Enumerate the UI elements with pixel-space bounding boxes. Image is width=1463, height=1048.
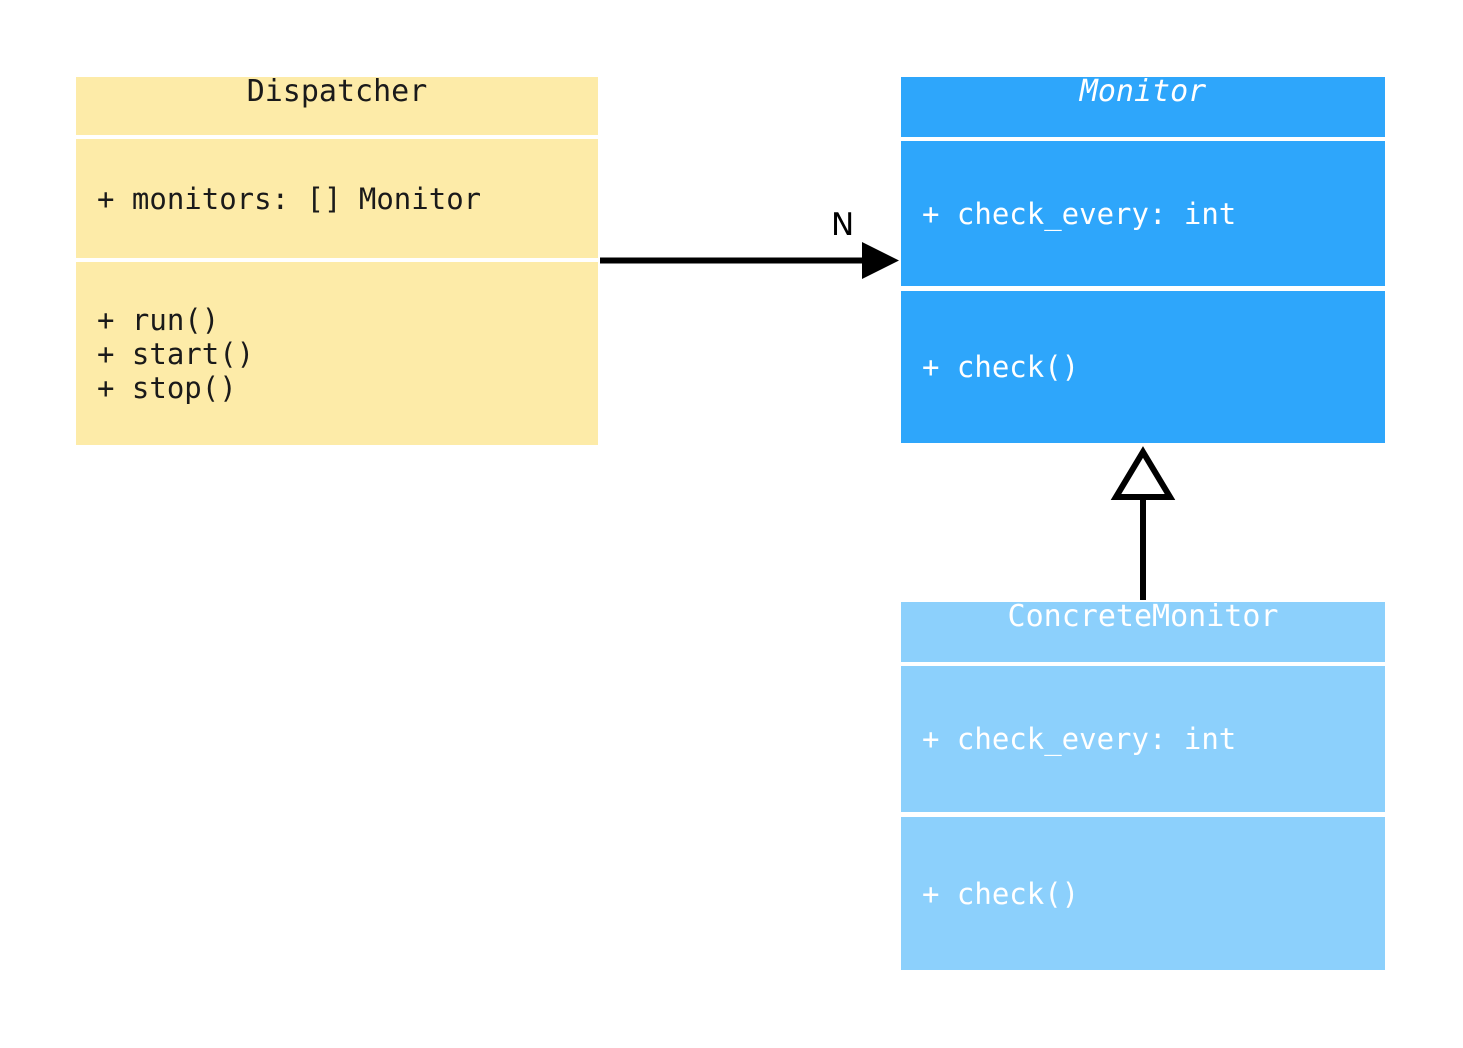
operation-row: + run() bbox=[97, 302, 220, 337]
attribute-row: + check_every: int bbox=[922, 722, 1237, 756]
uml-class-concretemonitor[interactable]: ConcreteMonitor + check_every: int + che… bbox=[901, 602, 1385, 970]
class-attributes-compartment: + check_every: int bbox=[901, 666, 1385, 812]
operation-row: + start() bbox=[97, 336, 255, 371]
uml-class-monitor[interactable]: Monitor + check_every: int + check() bbox=[901, 77, 1385, 443]
attribute-row: + check_every: int bbox=[922, 196, 1237, 231]
association-dispatcher-to-monitor bbox=[600, 242, 899, 279]
class-title-compartment: ConcreteMonitor bbox=[901, 602, 1385, 662]
attribute-row: + monitors: [] Monitor bbox=[97, 181, 482, 216]
class-name-dispatcher: Dispatcher bbox=[246, 77, 428, 109]
operation-row: + check() bbox=[922, 876, 1080, 911]
association-arrowhead-icon bbox=[862, 242, 899, 279]
class-operations-compartment: + check() bbox=[901, 817, 1385, 970]
multiplicity-label-n: N bbox=[831, 207, 855, 243]
class-attributes-compartment: + check_every: int bbox=[901, 141, 1385, 286]
operation-row: + stop() bbox=[97, 370, 237, 405]
class-title-compartment: Monitor bbox=[901, 77, 1385, 137]
class-name-concretemonitor: ConcreteMonitor bbox=[1007, 602, 1279, 634]
class-title-compartment: Dispatcher bbox=[76, 77, 598, 135]
generalization-hollow-triangle-icon bbox=[1110, 446, 1176, 500]
operation-row: + check() bbox=[922, 350, 1080, 384]
class-name-monitor: Monitor bbox=[1079, 77, 1207, 109]
class-operations-compartment: + check() bbox=[901, 291, 1385, 443]
generalization-concretemonitor-to-monitor bbox=[1110, 446, 1176, 600]
class-attributes-compartment: + monitors: [] Monitor bbox=[76, 139, 598, 258]
class-operations-compartment: + run() + start() + stop() bbox=[76, 262, 598, 445]
uml-class-dispatcher[interactable]: Dispatcher + monitors: [] Monitor + run(… bbox=[76, 77, 598, 445]
